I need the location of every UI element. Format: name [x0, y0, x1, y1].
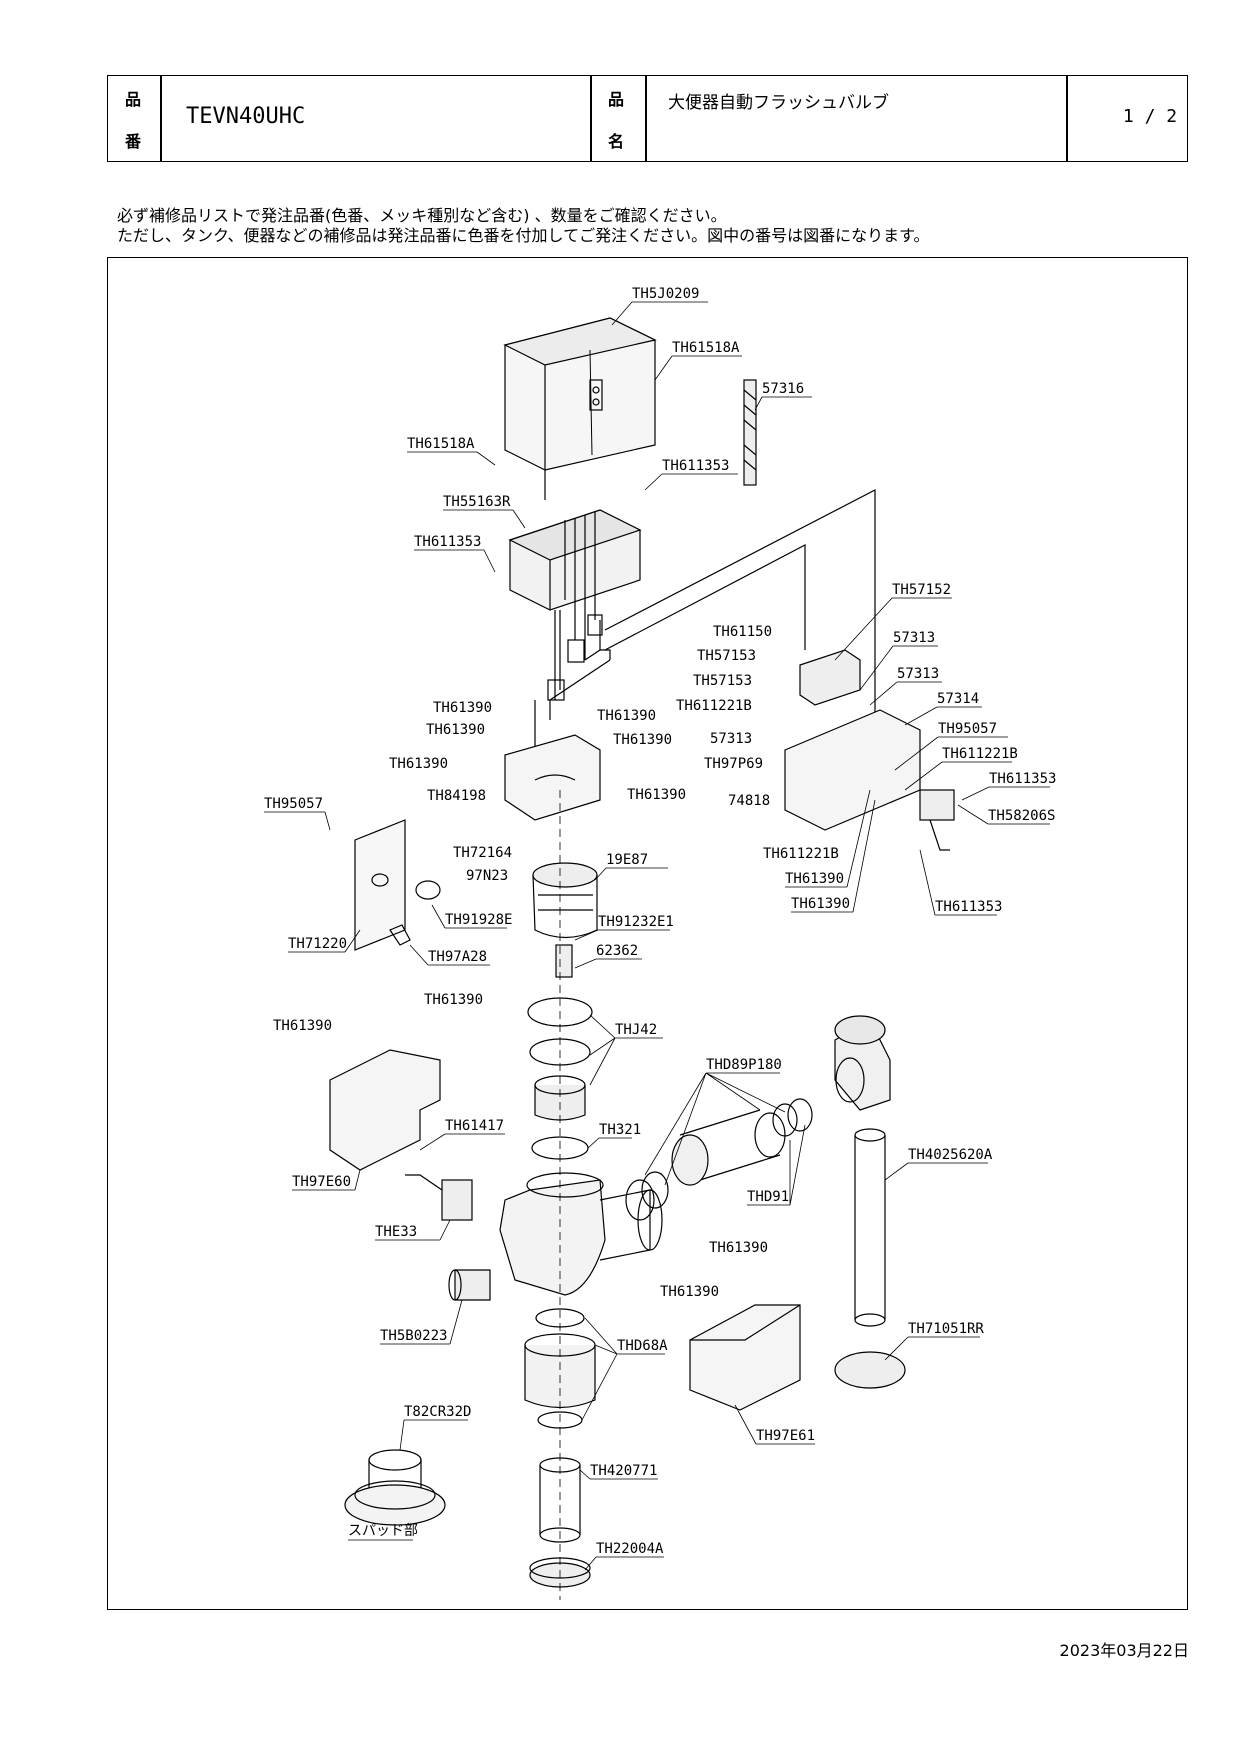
part-label: 19E87 [606, 852, 648, 868]
note-line: 必ず補修品リストで発注品番(色番、メッキ種別など含む) 、数量をご確認ください。 [117, 206, 727, 225]
part-label: TH5J0209 [632, 286, 699, 302]
part-label: TH61390 [613, 732, 672, 748]
valve-body-illustration [499, 1172, 663, 1296]
part-label: TH97E61 [756, 1428, 815, 1444]
page-number: 1 / 2 [1122, 106, 1178, 127]
part-label: TH61390 [389, 756, 448, 772]
part-label: 57313 [897, 666, 939, 682]
part-label: TH84198 [427, 788, 486, 804]
product-name-label: 品 [608, 90, 625, 109]
part-label: 57313 [893, 630, 935, 646]
header-table: 品 番 TEVN40UHC 品 名 大便器自動フラッシュバルブ 1 / 2 [107, 75, 1188, 162]
part-label: TH72164 [453, 845, 512, 861]
part-label: TH4025620A [908, 1147, 993, 1163]
sensor-cover-illustration [503, 317, 657, 471]
part-label: 74818 [728, 793, 770, 809]
part-label: TH61150 [713, 624, 772, 640]
product-name: 大便器自動フラッシュバルブ [668, 93, 889, 113]
part-label: TH61390 [785, 871, 844, 887]
part-label: TH61390 [791, 896, 850, 912]
part-label: TH61390 [424, 992, 483, 1008]
part-label: TH97P69 [704, 756, 763, 772]
part-label: TH61390 [426, 722, 485, 738]
part-label: TH58206S [988, 808, 1055, 824]
divider [590, 76, 592, 161]
product-number-label: 番 [125, 132, 142, 151]
divider [160, 76, 162, 161]
part-label: TH611221B [942, 746, 1018, 762]
part-label: TH611353 [935, 899, 1002, 915]
diagram-frame [107, 257, 1188, 1610]
part-label: TH95057 [264, 796, 323, 812]
divider [1066, 76, 1068, 161]
part-label: TH611221B [676, 698, 752, 714]
part-label: 62362 [596, 943, 638, 959]
part-label: TH91928E [445, 912, 512, 928]
part-label: TH611353 [662, 458, 729, 474]
part-label: TH61417 [445, 1118, 504, 1134]
part-label: TH71220 [288, 936, 347, 952]
part-label: TH61518A [407, 436, 475, 452]
part-label: TH95057 [938, 721, 997, 737]
part-label: TH61390 [273, 1018, 332, 1034]
product-name-label: 名 [608, 132, 625, 151]
document-date: 2023年03月22日 [1059, 1641, 1189, 1660]
product-number: TEVN40UHC [186, 104, 306, 129]
part-label: THJ42 [615, 1022, 657, 1038]
part-label: THD91 [747, 1189, 789, 1205]
spud-label: スパッド部 [348, 1523, 418, 1539]
note-line: ただし、タンク、便器などの補修品は発注品番に色番を付加してご発注ください。図中の… [117, 226, 930, 245]
part-label: TH57152 [892, 582, 951, 598]
part-label: TH91232E1 [598, 914, 674, 930]
part-label: THE33 [375, 1224, 417, 1240]
part-label: T82CR32D [404, 1404, 471, 1420]
part-label: 97N23 [466, 868, 508, 884]
part-label: TH61390 [433, 700, 492, 716]
elbow-illustration [834, 1015, 891, 1111]
part-label: TH97A28 [428, 949, 487, 965]
part-label: TH611221B [763, 846, 839, 862]
notes: 必ず補修品リストで発注品番(色番、メッキ種別など含む) 、数量をご確認ください。… [117, 206, 929, 246]
part-label: TH57153 [697, 648, 756, 664]
part-labels: TH5J0209 TH61518A 57316 TH61518A TH61135… [264, 286, 1056, 1557]
product-number-label: 品 [125, 90, 142, 109]
part-label: TH611353 [989, 771, 1056, 787]
part-label: TH61390 [660, 1284, 719, 1300]
part-label: TH5B0223 [380, 1328, 447, 1344]
part-label: TH97E60 [292, 1174, 351, 1190]
part-label: TH420771 [590, 1463, 657, 1479]
part-label: TH611353 [414, 534, 481, 550]
leader-lines [264, 301, 1050, 1571]
part-label: TH55163R [443, 494, 511, 510]
controller-illustration [508, 509, 642, 701]
part-label: TH57153 [693, 673, 752, 689]
part-label: TH22004A [596, 1541, 664, 1557]
part-label: THD89P180 [706, 1057, 782, 1073]
rod-illustration [743, 379, 757, 486]
part-label: TH61390 [627, 787, 686, 803]
part-label: 57314 [937, 691, 979, 707]
part-label: 57313 [710, 731, 752, 747]
part-label: THD68A [617, 1338, 668, 1354]
part-label: TH61518A [672, 340, 740, 356]
part-label: 57316 [762, 381, 804, 397]
part-label: TH321 [599, 1122, 641, 1138]
divider [645, 76, 647, 161]
part-label: TH71051RR [908, 1321, 984, 1337]
part-label: TH61390 [597, 708, 656, 724]
part-label: TH61390 [709, 1240, 768, 1256]
